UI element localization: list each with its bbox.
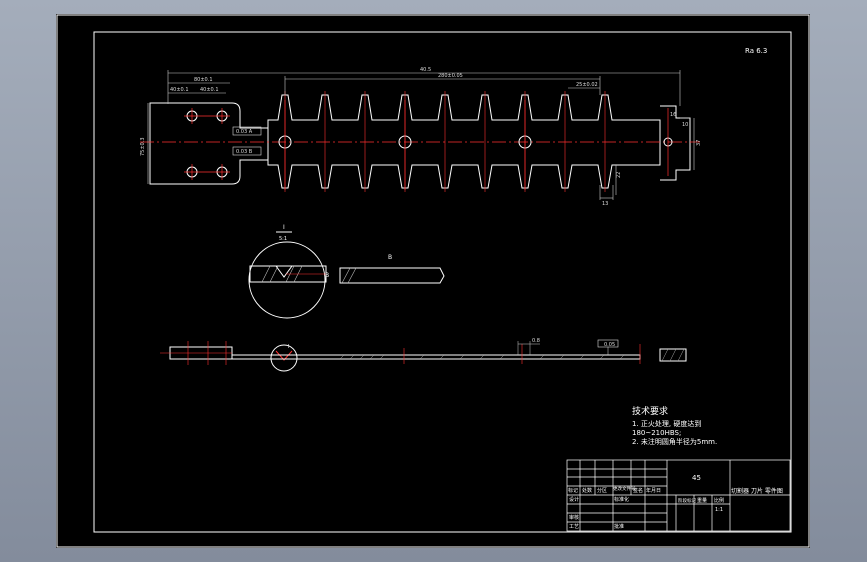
dim-hole-spacing-a: 40±0.1 [170,87,189,93]
part-name: 切割器 刀片 零件图 [731,487,783,495]
dim-hole-spacing-top: 80±0.1 [194,77,213,83]
dim-pitch: 25±0.02 [576,82,598,88]
scale-value: 1:1 [715,507,723,513]
blade-main-view [149,94,691,189]
dim-section-thickness: 0.8 [532,338,540,344]
notes-line2: 180~210HBS; [632,429,681,437]
dim-hole-spacing-b: 40±0.1 [200,87,219,93]
design-label: 设计 [569,496,579,503]
side-blade-hatch [339,354,625,360]
roughness-mark: Ra 6.3 [745,47,767,55]
approve-label: 批准 [614,523,624,530]
notes-heading: 技术要求 [632,405,668,417]
dim-tooth-depth: 22 [616,172,622,178]
section-label: B [388,254,392,261]
tol-box-a: 0.03 A [236,129,253,135]
section-hatch [341,267,357,284]
dim-overall-length: 40.5 [420,67,431,73]
header-date: 年月日 [646,487,661,494]
detail-view: I 5:1 [248,224,327,319]
review-label: 审核 [569,514,579,521]
dim-height: 75±0.3 [140,137,146,156]
side-detail-label: I [288,344,289,350]
dim-end-height: 10 [682,122,688,128]
tolerance-frames [232,126,262,156]
header-zone: 分区 [597,487,607,494]
blade-teeth-outline [267,94,661,189]
technical-notes: 技术要求 1. 正火处理, 硬度达到 180~210HBS; 2. 未注明圆角半… [632,405,717,446]
material: 45 [692,474,701,482]
header-mark: 标记 [568,487,578,494]
detail-scale: 5:1 [279,236,287,242]
header-count: 处数 [582,487,592,494]
notes-line3: 2. 未注明圆角半径为5mm. [632,437,717,446]
standard-label: 标准化 [614,496,629,503]
detail-hatch [261,265,303,283]
tooth-axis-lines [284,91,606,192]
notes-line1: 1. 正火处理, 硬度达到 [632,419,701,428]
dim-end-width: 16 [670,112,676,118]
dim-tooth-span: 280±0.05 [438,73,463,79]
header-sign: 签名 [633,487,643,494]
inner-frame [93,31,792,533]
title-block [566,459,791,532]
side-end-block [659,348,687,362]
section-profile [339,267,445,284]
side-detail-circle [270,344,298,372]
outer-border [56,14,810,548]
end-tab-outline [660,105,691,181]
scale-label: 比例 [714,497,724,504]
title-block-text: 45 切割器 刀片 零件图 比例 重量 阶段标记 1:1 标记 处数 分区 更改… [568,474,783,530]
stage-label: 阶段标记 [678,497,696,504]
header-change-doc: 更改文件号 [613,485,636,492]
dimension-texts: 40.5 280±0.05 80±0.1 40±0.1 40±0.1 25±0.… [140,67,702,207]
drawing-sheet [56,14,810,548]
detail-side-label: B [325,272,329,279]
detail-label: I [283,224,285,231]
detail-circle [248,241,326,319]
dimension-lines [147,70,695,200]
side-view [160,339,687,372]
dim-flat-box: 0.05 [604,342,615,348]
dim-right: 37 [696,140,702,146]
detail-notch [275,265,293,278]
weight-label: 重量 [697,497,707,504]
dim-tooth-gap: 13 [602,201,608,207]
tol-box-b: 0.03 B [236,149,253,155]
process-label: 工艺 [569,524,579,530]
section-b-view: B [339,254,445,284]
